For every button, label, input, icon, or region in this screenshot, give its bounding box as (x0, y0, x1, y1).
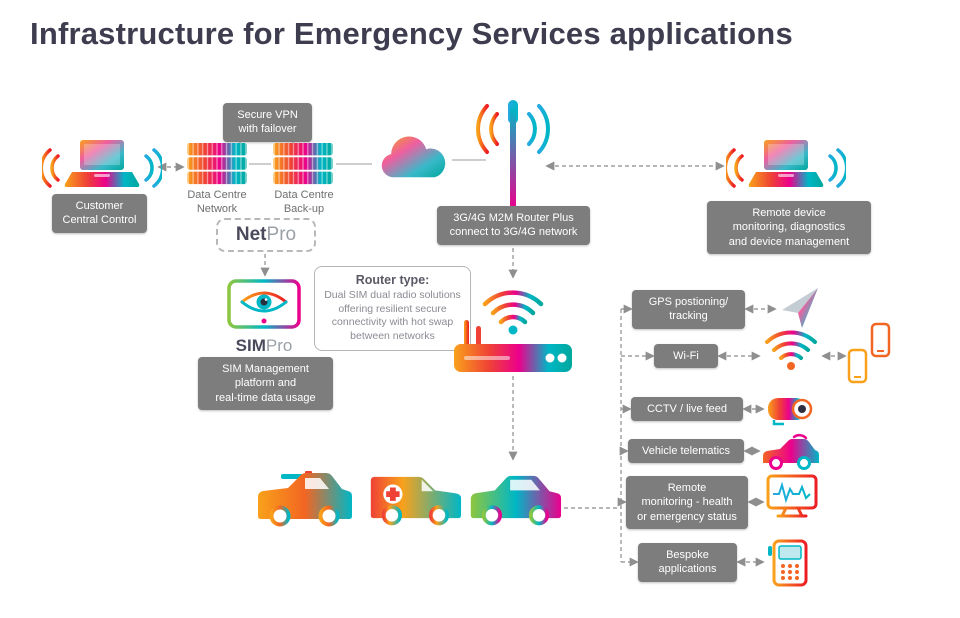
service-telematics-label: Vehicle telematics (628, 439, 744, 464)
data-centre-backup-label: Data Centre Back-up (274, 189, 334, 215)
cell-tower-icon (476, 100, 550, 208)
handheld-terminal-icon (768, 539, 808, 587)
data-centre-network-label: Data Centre Network (187, 189, 247, 215)
data-centre-network-server-icon (187, 142, 247, 186)
wifi-router-icon (454, 290, 572, 372)
cctv-camera-icon (768, 398, 813, 426)
service-wifi-label: Wi-Fi (654, 344, 718, 369)
car-icon (763, 433, 819, 470)
netpro-logo-suffix: Pro (266, 224, 297, 245)
service-remote-monitoring-label: Remote monitoring - health or emergency … (626, 476, 748, 529)
router-type-body: Dual SIM dual radio solutions offering r… (324, 289, 461, 342)
customer-laptop-icon (42, 140, 162, 188)
data-centre-backup-server-icon (273, 142, 333, 186)
cloud-icon (381, 136, 446, 178)
netpro-logo-prefix: Net (235, 224, 267, 245)
simpro-logo-suffix: Pro (265, 336, 293, 355)
secure-vpn-label: Secure VPN with failover (223, 103, 312, 142)
router-type-callout: Router type: Dual SIM dual radio solutio… (314, 266, 471, 351)
wifi-icon (765, 330, 817, 370)
response-vehicle-icon (258, 471, 352, 527)
simpro-eye-monitor-icon (227, 279, 301, 329)
customer-central-control-label: Customer Central Control (52, 194, 147, 233)
router-plus-label: 3G/4G M2M Router Plus connect to 3G/4G n… (437, 206, 590, 245)
patient-monitor-icon (766, 474, 818, 518)
remote-laptop-icon (726, 140, 846, 188)
remote-device-management-label: Remote device monitoring, diagnostics an… (707, 201, 871, 254)
simpro-logo-prefix: SIM (235, 336, 266, 355)
sim-management-label: SIM Management platform and real-time da… (198, 357, 333, 410)
service-cctv-label: CCTV / live feed (631, 397, 743, 422)
navigation-arrow-icon (782, 288, 818, 328)
service-gps-label: GPS postioning/ tracking (632, 290, 745, 329)
service-bespoke-label: Bespoke applications (638, 543, 737, 582)
router-type-title: Router type: (355, 273, 430, 287)
simpro-logo: SIMPro (226, 336, 302, 356)
page-title: Infrastructure for Emergency Services ap… (30, 16, 793, 51)
mobile-phones-icon (847, 322, 891, 384)
suv-vehicle-icon (470, 475, 562, 526)
ambulance-icon (370, 476, 462, 526)
